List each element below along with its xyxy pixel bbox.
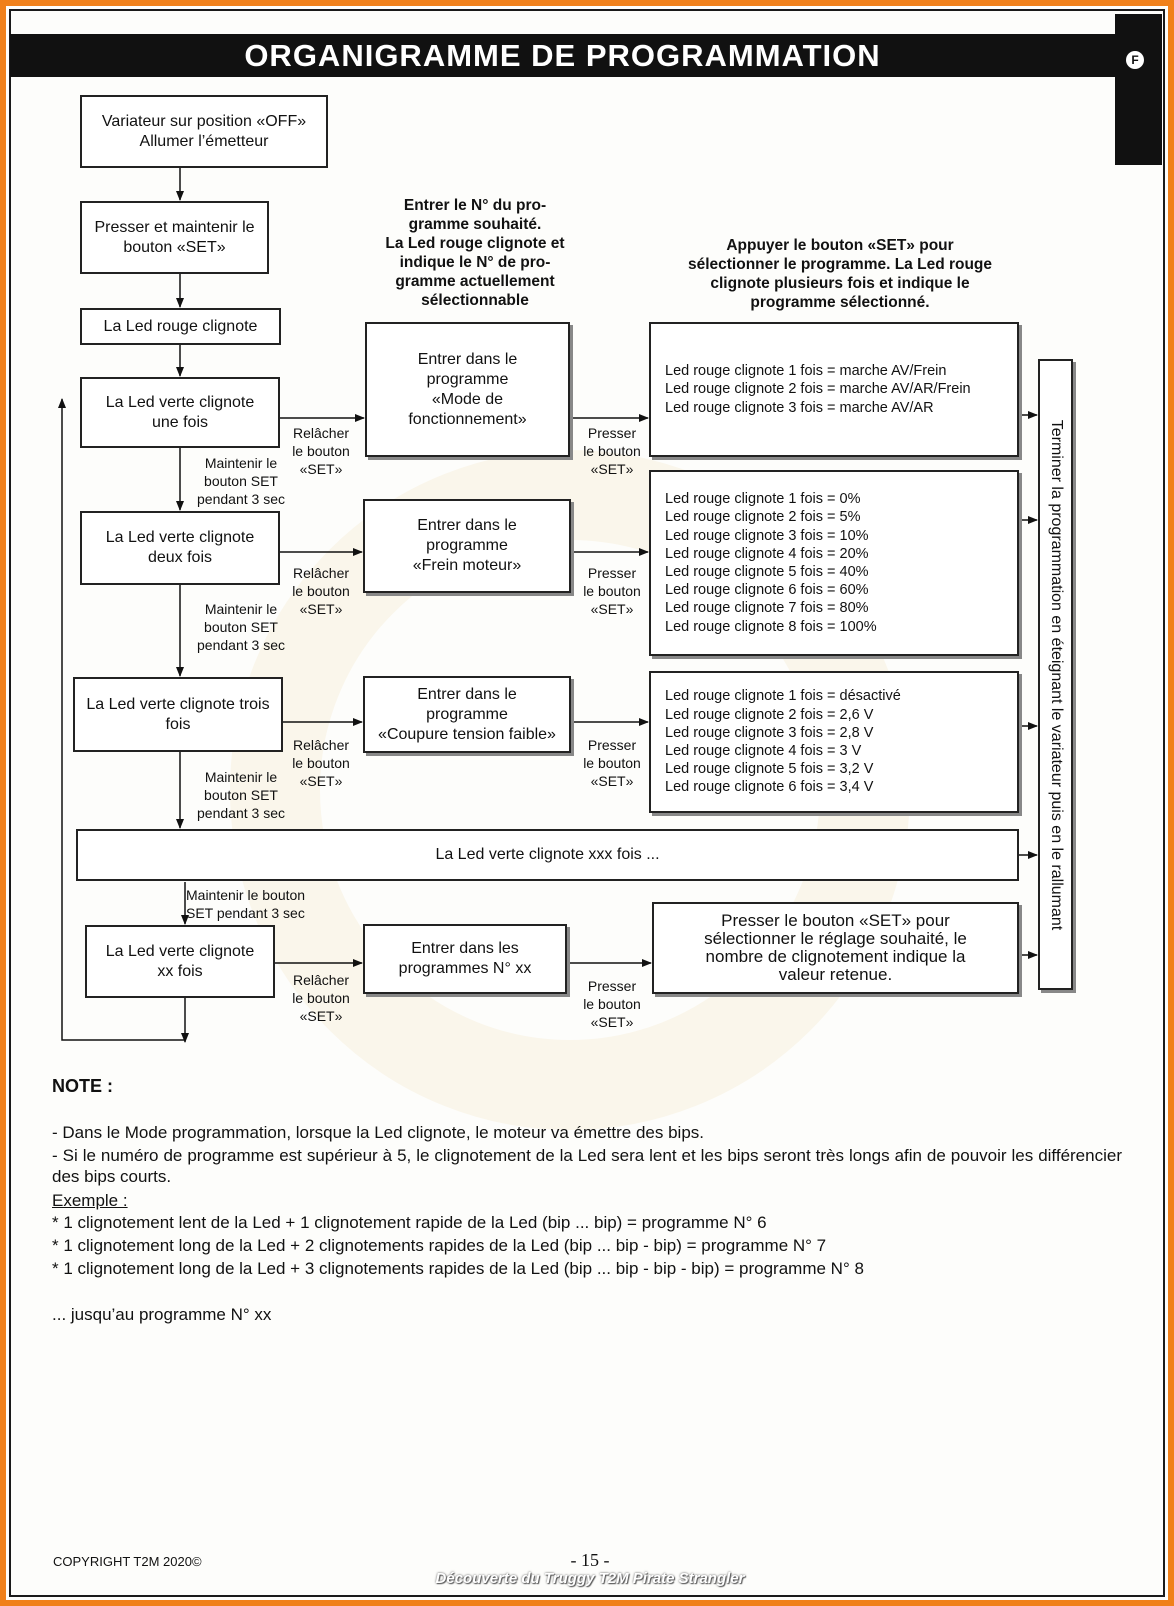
green-led-once-box: La Led verte clignote une fois	[80, 377, 280, 448]
program-brake-box: Entrer dans le programme «Frein moteur»	[363, 499, 571, 593]
note-line-2: - Si le numéro de programme est supérieu…	[52, 1146, 1122, 1186]
press-hold-box: Presser et maintenir le bouton «SET»	[80, 201, 269, 274]
note-end: ... jusqu’au programme N° xx	[52, 1305, 272, 1324]
program-xx-box: Entrer dans les programmes N° xx	[363, 924, 567, 994]
note-line-1: - Dans le Mode programmation, lorsque la…	[52, 1123, 704, 1142]
program-mode-box: Entrer dans le programme «Mode de foncti…	[365, 322, 570, 457]
options-brake-box: Led rouge clignote 1 fois = 0% Led rouge…	[649, 470, 1019, 656]
page-number: - 15 -	[570, 1550, 610, 1570]
right-column-header: Appuyer le bouton «SET» pour sélectionne…	[687, 237, 993, 311]
hold-set-label-3: Maintenir le bouton SET pendant 3 sec	[197, 769, 285, 821]
release-set-label-4: Relâcher le bouton «SET»	[292, 972, 350, 1024]
program-voltage-box: Entrer dans le programme «Coupure tensio…	[363, 676, 571, 753]
green-led-twice-box: La Led verte clignote deux fois	[80, 511, 280, 585]
title-bar: ORGANIGRAMME DE PROGRAMMATION	[10, 34, 1115, 77]
copyright: COPYRIGHT T2M 2020©	[53, 1554, 202, 1569]
example-line-2: * 1 clignotement long de la Led + 2 clig…	[52, 1236, 827, 1255]
page-title: ORGANIGRAMME DE PROGRAMMATION	[244, 38, 881, 73]
start-box: Variateur sur position «OFF» Allumer l’é…	[80, 95, 328, 168]
language-badge: F	[1126, 51, 1144, 69]
release-set-label-3: Relâcher le bouton «SET»	[292, 737, 350, 789]
middle-column-header: Entrer le N° du pro- gramme souhaité. La…	[385, 197, 565, 309]
finish-programming-text: Terminer la programmation en éteignant l…	[1047, 419, 1065, 930]
language-tab: F	[1115, 14, 1162, 165]
loop-back-line	[61, 405, 185, 1041]
footer-caption: Découverte du Truggy T2M Pirate Strangle…	[435, 1570, 745, 1587]
red-led-box: La Led rouge clignote	[80, 308, 281, 345]
finish-programming-box: Terminer la programmation en éteignant l…	[1038, 359, 1073, 990]
hold-set-label-2: Maintenir le bouton SET pendant 3 sec	[197, 601, 285, 653]
inner-border	[9, 9, 1165, 1597]
press-set-label-4: Presser le bouton «SET»	[583, 978, 641, 1030]
green-led-xxx-box: La Led verte clignote xxx fois ...	[76, 829, 1019, 881]
options-mode-box: Led rouge clignote 1 fois = marche AV/Fr…	[649, 322, 1019, 457]
example-heading: Exemple :	[52, 1191, 128, 1210]
example-line-1: * 1 clignotement lent de la Led + 1 clig…	[52, 1213, 767, 1232]
options-voltage-box: Led rouge clignote 1 fois = désactivé Le…	[649, 671, 1019, 813]
press-set-label-2: Presser le bouton «SET»	[583, 565, 641, 617]
release-set-label-2: Relâcher le bouton «SET»	[292, 565, 350, 617]
note-title: NOTE :	[52, 1076, 113, 1096]
release-set-label-1: Relâcher le bouton «SET»	[292, 425, 350, 477]
press-set-label-3: Presser le bouton «SET»	[583, 737, 641, 789]
hold-set-label-4: Maintenir le bouton SET pendant 3 sec	[186, 887, 306, 921]
hold-set-label-1: Maintenir le bouton SET pendant 3 sec	[197, 455, 285, 507]
press-set-label-1: Presser le bouton «SET»	[583, 425, 641, 477]
green-led-three-box: La Led verte clignote trois fois	[73, 677, 283, 752]
example-line-3: * 1 clignotement long de la Led + 3 clig…	[52, 1259, 864, 1278]
green-led-xx-box: La Led verte clignote xx fois	[85, 925, 275, 998]
options-xx-box: Presser le bouton «SET» pour sélectionne…	[652, 902, 1019, 994]
